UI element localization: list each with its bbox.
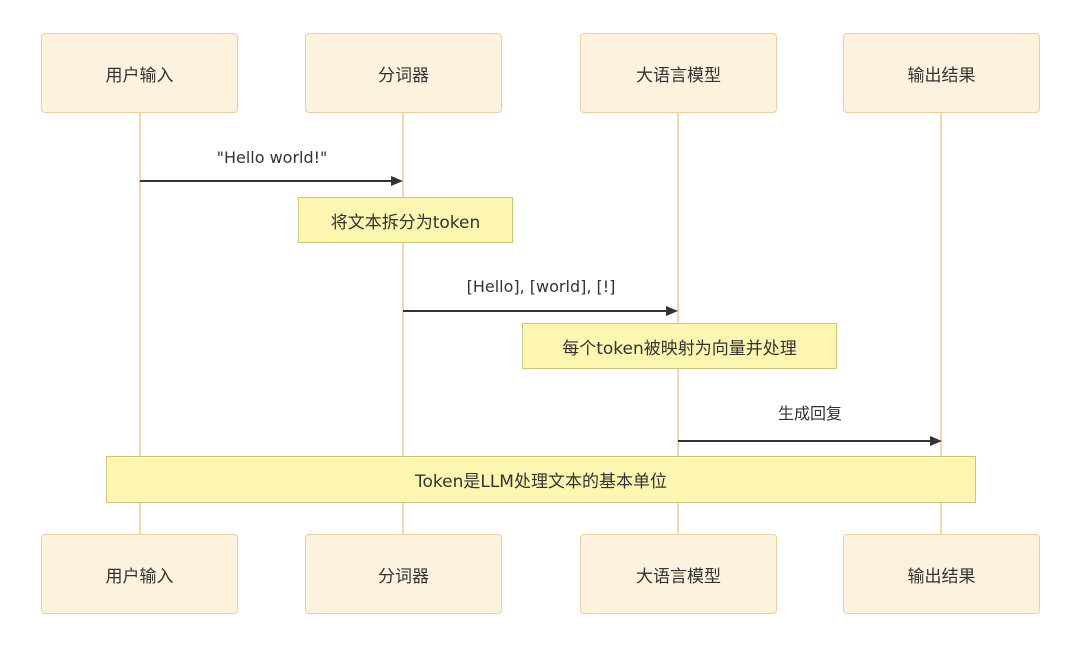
actor-top-tokenizer: 分词器 <box>305 33 502 113</box>
lifeline-tokenizer <box>402 113 404 534</box>
message-label-tokens: [Hello], [world], [!] <box>466 277 616 296</box>
note-tokenizer: 将文本拆分为token <box>298 197 513 243</box>
actor-top-output: 输出结果 <box>843 33 1040 113</box>
actor-label: 输出结果 <box>907 566 976 587</box>
actor-bottom-llm: 大语言模型 <box>580 534 777 614</box>
actor-top-user-input: 用户输入 <box>41 33 238 113</box>
message-arrow-user-to-tokenizer <box>140 180 393 182</box>
note-text: 每个token被映射为向量并处理 <box>562 338 797 359</box>
actor-bottom-user-input: 用户输入 <box>41 534 238 614</box>
actor-label: 分词器 <box>378 65 429 86</box>
lifeline-output <box>940 113 942 534</box>
arrowhead-icon <box>930 436 942 446</box>
actor-label: 输出结果 <box>907 65 976 86</box>
arrowhead-icon <box>391 176 403 186</box>
actor-label: 分词器 <box>378 566 429 587</box>
note-text: 将文本拆分为token <box>330 212 481 233</box>
actor-label: 大语言模型 <box>636 566 721 587</box>
actor-label: 用户输入 <box>105 65 174 86</box>
actor-top-llm: 大语言模型 <box>580 33 777 113</box>
note-text: Token是LLM处理文本的基本单位 <box>415 472 667 492</box>
arrowhead-icon <box>666 306 678 316</box>
actor-label: 用户输入 <box>105 566 174 587</box>
lifeline-user-input <box>139 113 141 534</box>
note-span-all: Token是LLM处理文本的基本单位 <box>106 456 976 503</box>
actor-bottom-tokenizer: 分词器 <box>305 534 502 614</box>
message-arrow-llm-to-output <box>678 440 932 442</box>
note-llm: 每个token被映射为向量并处理 <box>522 323 837 369</box>
actor-bottom-output: 输出结果 <box>843 534 1040 614</box>
message-label-generate-reply: 生成回复 <box>777 404 843 423</box>
actor-label: 大语言模型 <box>636 65 721 86</box>
message-arrow-tokenizer-to-llm <box>403 310 668 312</box>
message-label-hello-world: "Hello world!" <box>216 148 328 167</box>
